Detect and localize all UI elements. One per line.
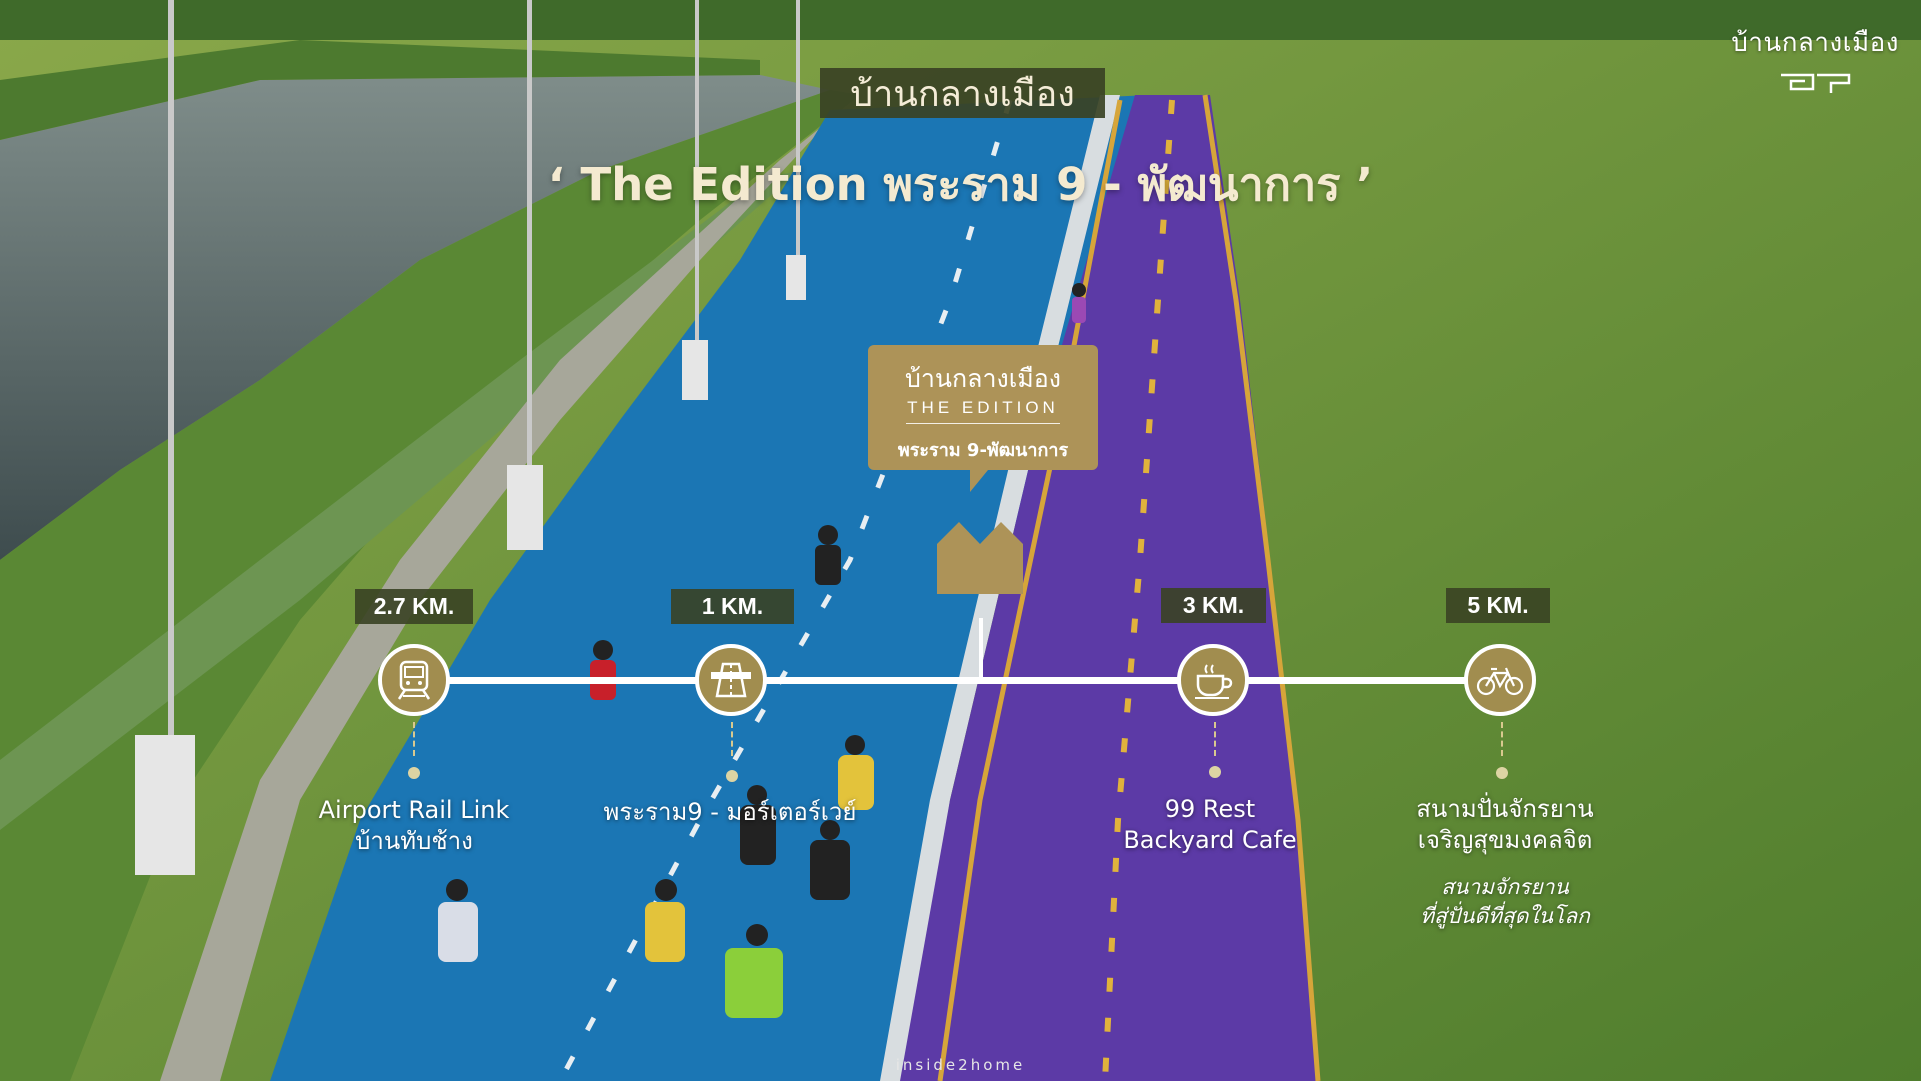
connector-dot [1496, 767, 1508, 779]
stop-label-line: พระราม9 - มอร์เตอร์เวย์ [603, 798, 857, 826]
project-brand: บ้านกลางเมือง [905, 364, 1061, 393]
timeline-line [414, 677, 1504, 684]
stop-node-airport-rail-link [378, 644, 450, 716]
page-title: ‘ The Edition พระราม 9 - พัฒนาการ ’ [547, 158, 1374, 211]
stop-label-line: บ้านทับช้าง [355, 827, 473, 855]
stop-note-line: ที่สู่ปั่นดีที่สุดในโลก [1420, 904, 1590, 928]
stop-label-line: Airport Rail Link [318, 796, 510, 824]
bicycle-icon [1476, 667, 1524, 696]
project-location: พระราม 9-พัฒนาการ [897, 440, 1069, 461]
stop-label-line: เจริญสุขมงคลจิต [1417, 826, 1593, 854]
train-icon [397, 660, 431, 700]
connector-dashes [413, 722, 415, 756]
distance-badge: 2.7 KM. [355, 589, 473, 624]
project-house-icon [937, 522, 1023, 594]
stop-note-line: สนามจักรยาน [1441, 875, 1569, 899]
connector-dot [726, 770, 738, 782]
distance-badge: 1 KM. [671, 589, 794, 624]
connector-dashes [1501, 722, 1503, 756]
stop-label: สนามปั่นจักรยาน เจริญสุขมงคลจิต [1380, 794, 1630, 856]
stop-node-99-rest-cafe [1177, 644, 1249, 716]
connector-dashes [1214, 722, 1216, 756]
distance-badge: 5 KM. [1446, 588, 1550, 623]
house-logo-icon [1781, 73, 1851, 93]
stop-note: สนามจักรยาน ที่สู่ปั่นดีที่สุดในโลก [1380, 873, 1630, 931]
header-badge: บ้านกลางเมือง [820, 68, 1105, 118]
project-callout: บ้านกลางเมือง THE EDITION พระราม 9-พัฒนา… [868, 345, 1098, 492]
expressway-icon [711, 662, 751, 698]
stop-label: Airport Rail Link บ้านทับช้าง [294, 795, 534, 857]
project-edition: THE EDITION [907, 398, 1059, 417]
connector-dashes [731, 722, 733, 756]
card-divider [906, 423, 1060, 424]
stop-label-line: Backyard Cafe [1123, 826, 1297, 854]
stop-node-cycling-track [1464, 644, 1536, 716]
brand-logo: บ้านกลางเมือง [1731, 22, 1899, 95]
distance-badge: 3 KM. [1161, 588, 1266, 623]
stop-label: 99 Rest Backyard Cafe [1090, 794, 1330, 856]
stop-label-line: สนามปั่นจักรยาน [1416, 795, 1594, 823]
connector-dot [1209, 766, 1221, 778]
stop-label-line: 99 Rest [1164, 795, 1256, 823]
coffee-cup-icon [1195, 664, 1233, 699]
stop-label: พระราม9 - มอร์เตอร์เวย์ [580, 797, 880, 828]
brand-logo-text: บ้านกลางเมือง [1731, 28, 1899, 58]
stop-node-expressway [695, 644, 767, 716]
watermark: inside2home [895, 1056, 1026, 1074]
connector-dot [408, 767, 420, 779]
project-pin-stem [979, 618, 983, 678]
